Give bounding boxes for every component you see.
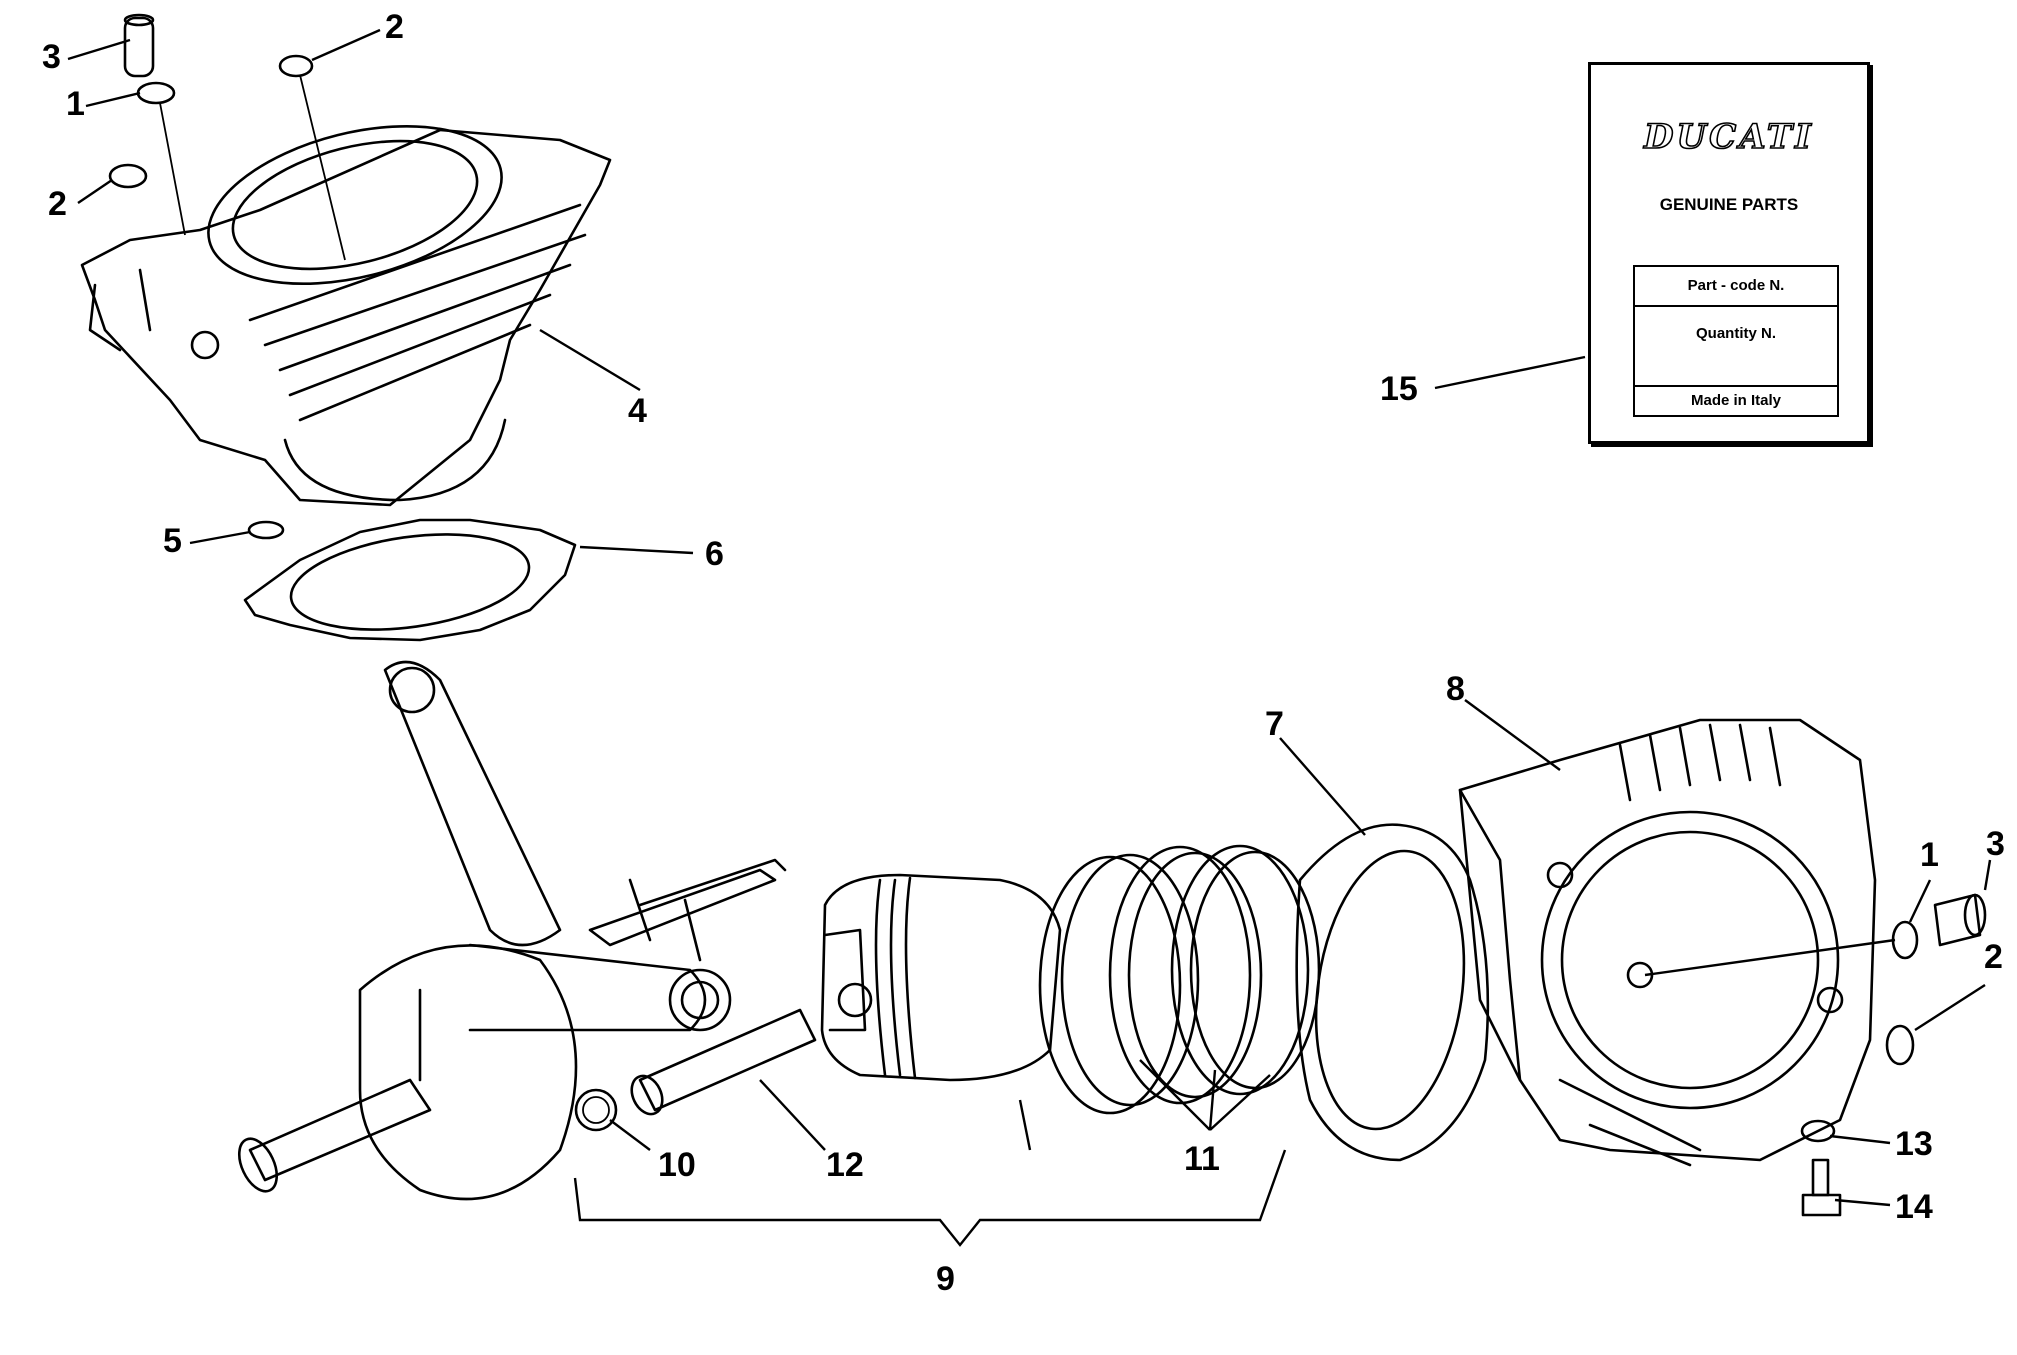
callout-11: 11 — [1184, 1140, 1220, 1178]
lower-dowel — [1933, 893, 1987, 947]
callout-5: 5 — [163, 522, 182, 560]
callout-2-upper-left: 2 — [48, 185, 67, 223]
callout-1-upper: 1 — [66, 85, 85, 123]
label-row-quantity: Quantity N. — [1635, 307, 1837, 387]
upper-oring-2b — [108, 163, 148, 189]
callout-3-upper: 3 — [42, 38, 61, 76]
lower-base-gasket — [1295, 823, 1490, 1162]
callout-14: 14 — [1895, 1188, 1933, 1226]
upper-base-gasket — [243, 518, 577, 642]
lower-cylinder — [1458, 718, 1877, 1167]
upper-oring-2a — [278, 54, 314, 78]
callout-8: 8 — [1446, 670, 1465, 708]
lower-oring-2 — [1885, 1024, 1915, 1066]
callout-7: 7 — [1265, 705, 1284, 743]
lower-oring-1 — [1891, 920, 1919, 960]
callout-2-lower: 2 — [1984, 938, 2003, 976]
callout-9: 9 — [936, 1260, 955, 1298]
callout-13: 13 — [1895, 1125, 1933, 1163]
label-row-part-code: Part - code N. — [1635, 267, 1837, 307]
ducati-logo: DUCATI — [1643, 116, 1814, 158]
callout-12: 12 — [826, 1146, 864, 1184]
piston — [820, 873, 1062, 1082]
label-table: Part - code N. Quantity N. Made in Italy — [1633, 265, 1839, 417]
wrist-pin — [630, 1008, 817, 1116]
callout-1-lower: 1 — [1920, 836, 1939, 874]
label-row-made-in: Made in Italy — [1690, 392, 1782, 409]
small-oring-5 — [247, 520, 285, 540]
callout-3-lower: 3 — [1986, 825, 2005, 863]
crankshaft-assembly — [237, 660, 787, 1201]
piston-rings — [1038, 844, 1321, 1115]
upper-oring-1 — [136, 81, 176, 105]
callout-10: 10 — [658, 1146, 696, 1184]
callout-15: 15 — [1380, 370, 1418, 408]
callout-6: 6 — [705, 535, 724, 573]
upper-cylinder — [80, 124, 612, 507]
callout-2-upper-right: 2 — [385, 8, 404, 46]
label-subtitle: GENUINE PARTS — [1659, 195, 1799, 214]
leader-lines — [67, 28, 1992, 1247]
screw-14 — [1801, 1158, 1842, 1217]
callout-4: 4 — [628, 392, 647, 430]
genuine-parts-label: DUCATI GENUINE PARTS Part - code N. Quan… — [1588, 62, 1870, 444]
upper-dowel — [123, 13, 155, 78]
washer-13 — [1800, 1119, 1836, 1143]
